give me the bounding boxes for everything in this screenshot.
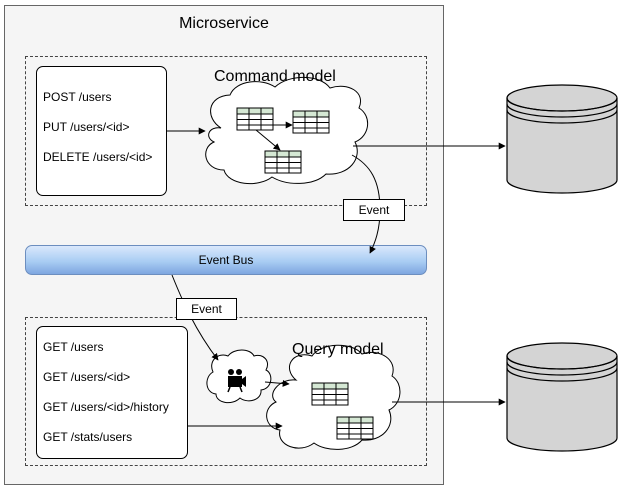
command-table-icon-2 — [292, 110, 330, 134]
command-model-title: Command model — [214, 68, 336, 85]
query-endpoint-users: GET /users — [43, 340, 104, 354]
command-model-group — [25, 56, 427, 206]
lower-event-label: Event — [176, 298, 237, 320]
command-endpoint-delete: DELETE /users/<id> — [43, 150, 153, 164]
lower-event-text: Event — [191, 302, 222, 316]
query-endpoint-user-by-id: GET /users/<id> — [43, 370, 131, 384]
query-endpoint-list — [36, 326, 188, 459]
upper-event-label: Event — [343, 199, 405, 221]
microservice-title: Microservice — [179, 15, 269, 32]
command-table-icon-3 — [264, 150, 302, 174]
query-database-icon — [506, 342, 618, 452]
event-bus-label: Event Bus — [198, 253, 254, 267]
command-table-icon-1 — [236, 107, 274, 131]
upper-event-text: Event — [358, 203, 390, 217]
video-camera-icon — [227, 369, 246, 393]
query-endpoint-user-history: GET /users/<id>/history — [43, 400, 169, 414]
query-model-title: Query model — [292, 341, 384, 358]
command-endpoint-list — [36, 66, 167, 196]
command-database-icon — [506, 84, 618, 194]
table-link-arrow-2 — [255, 129, 281, 151]
command-endpoint-put: PUT /users/<id> — [43, 120, 130, 134]
query-table-icon-1 — [311, 382, 349, 406]
event-bus: Event Bus — [25, 245, 427, 275]
query-table-icon-2 — [336, 416, 374, 440]
query-endpoint-stats: GET /stats/users — [43, 430, 133, 444]
projector-to-query-arrow — [264, 379, 290, 387]
command-endpoint-post: POST /users — [43, 90, 112, 104]
command-cloud-shape — [205, 76, 368, 185]
